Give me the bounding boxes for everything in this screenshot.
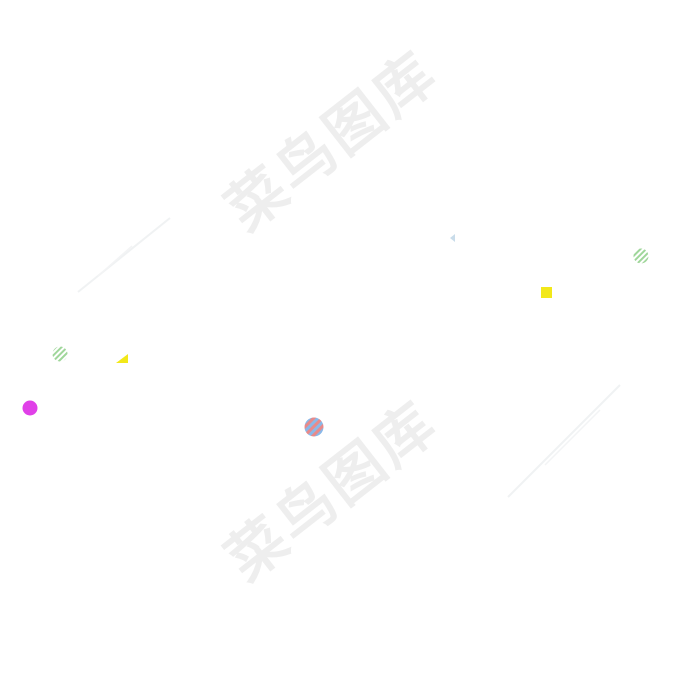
faint-diagonal-line [544,409,601,466]
green-striped-dot-icon [633,248,649,264]
faint-diagonal-line [77,217,171,293]
pink-blue-striped-dot-icon [304,417,324,437]
light-blue-triangle-icon [450,234,455,242]
faint-diagonal-line [97,245,133,277]
magenta-dot-icon [22,400,38,416]
yellow-triangle-icon [116,354,128,363]
yellow-square-icon [541,287,552,298]
green-striped-dot-icon [52,346,68,362]
faint-diagonal-line [507,384,621,498]
